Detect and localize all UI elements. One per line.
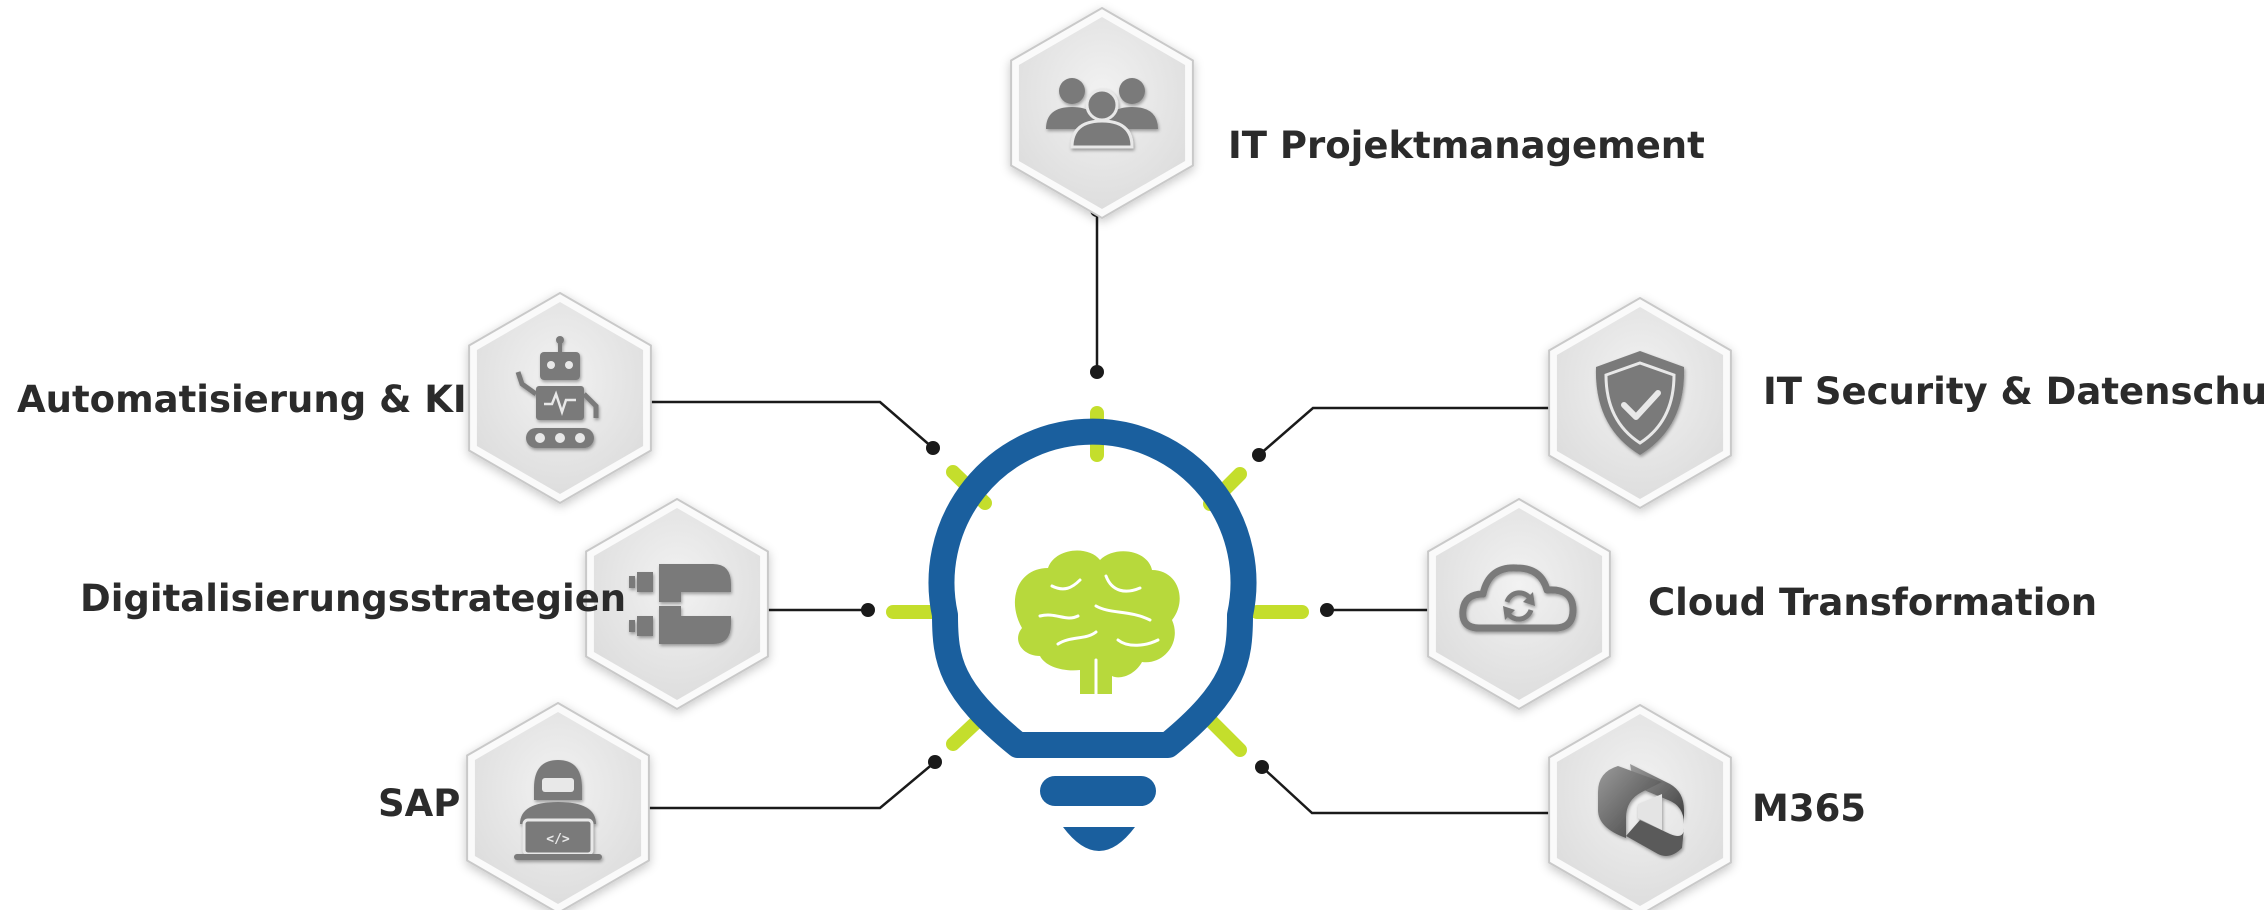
people-group-icon	[1046, 78, 1158, 149]
connector-sap	[627, 761, 936, 810]
hexagon-fill	[593, 508, 761, 700]
label-m365: M365	[1752, 787, 1867, 830]
hex-node-sap: </>	[466, 701, 650, 910]
hexagon-nodes: </>	[466, 6, 1732, 910]
ray-lower-right	[1203, 713, 1247, 757]
hexagon-fill	[1435, 508, 1603, 700]
bulb-base-cap	[1063, 827, 1135, 851]
brain-icon	[1014, 550, 1180, 696]
bulb-outline	[928, 418, 1257, 758]
robot-icon	[515, 336, 599, 448]
label-it-security-datenschutz: IT Security & Datenschutz	[1763, 370, 2265, 413]
shield-check-icon	[1595, 351, 1685, 455]
label-sap: SAP	[378, 782, 461, 825]
label-it-projektmanagement: IT Projektmanagement	[1228, 124, 1705, 167]
connector-automation	[632, 400, 934, 449]
hex-node-cloud	[1427, 497, 1611, 711]
label-automatisierung-ki: Automatisierung & KI	[17, 378, 467, 421]
hex-node-projekt	[1010, 6, 1194, 220]
puzzle-connector-icon	[629, 564, 731, 644]
bulb-base-bar	[1040, 776, 1156, 806]
hex-node-security	[1548, 296, 1732, 510]
connector-lines	[627, 210, 1565, 815]
lightbulb-brain-icon	[928, 418, 1257, 851]
hex-node-m365	[1548, 703, 1732, 910]
developer-laptop-icon: </>	[514, 760, 602, 860]
m365-logo-icon	[1598, 764, 1684, 856]
hex-node-automation	[468, 291, 652, 505]
label-digitalisierungsstrategien: Digitalisierungsstrategien	[80, 577, 627, 620]
svg-text:</>: </>	[546, 832, 570, 847]
hex-node-digital	[585, 497, 769, 711]
label-cloud-transformation: Cloud Transformation	[1648, 581, 2098, 624]
cloud-sync-icon	[1459, 564, 1577, 632]
connector-security	[1258, 406, 1565, 456]
connector-m365	[1261, 766, 1565, 815]
